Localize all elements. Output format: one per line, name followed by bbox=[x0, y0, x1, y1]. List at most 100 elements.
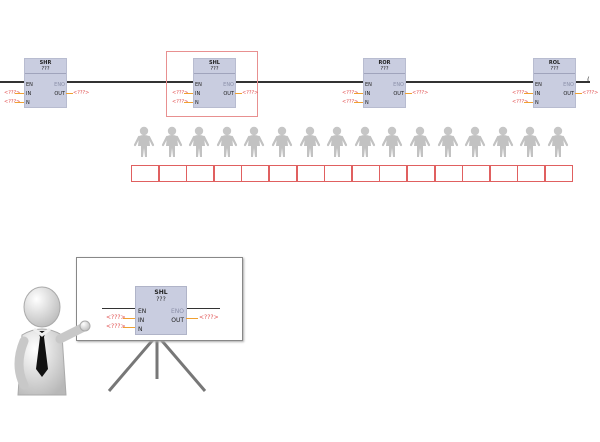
wire-in bbox=[184, 93, 193, 94]
pin-in: IN bbox=[138, 317, 145, 324]
pin-out: OUT bbox=[393, 91, 404, 97]
pin-eno: ENO bbox=[393, 82, 404, 88]
param-in[interactable]: <???> bbox=[4, 90, 21, 96]
board-wire-out bbox=[186, 318, 198, 319]
wire-n bbox=[524, 102, 533, 103]
pin-n: N bbox=[26, 100, 30, 106]
block-subtitle: ??? bbox=[380, 66, 389, 72]
pin-eno: ENO bbox=[563, 82, 574, 88]
bit-figure bbox=[547, 126, 569, 158]
bit-cell[interactable] bbox=[213, 165, 242, 182]
bit-cell[interactable] bbox=[131, 165, 159, 182]
param-out[interactable]: <???> bbox=[412, 90, 429, 96]
param-in[interactable]: <???> bbox=[512, 90, 529, 96]
block-subtitle: ??? bbox=[41, 66, 50, 72]
bit-figure bbox=[381, 126, 403, 158]
pin-n: N bbox=[365, 100, 369, 106]
bit-cell[interactable] bbox=[324, 165, 353, 182]
pin-en: EN bbox=[365, 82, 372, 88]
board-rail-right bbox=[186, 308, 220, 309]
block-title: SHR bbox=[39, 60, 52, 66]
board-param-in[interactable]: <???> bbox=[106, 314, 126, 321]
board-wire-in bbox=[123, 318, 135, 319]
pin-in: IN bbox=[365, 91, 371, 97]
bit-cell[interactable] bbox=[186, 165, 215, 182]
block-subtitle: ??? bbox=[156, 296, 166, 303]
wire-out bbox=[405, 93, 412, 94]
param-out[interactable]: <???> bbox=[242, 90, 259, 96]
param-out[interactable]: <???> bbox=[73, 90, 90, 96]
pin-out: OUT bbox=[54, 91, 65, 97]
bit-cell[interactable] bbox=[296, 165, 325, 182]
bit-cell[interactable] bbox=[379, 165, 408, 182]
param-n[interactable]: <???> bbox=[172, 99, 189, 105]
wire-out bbox=[66, 93, 73, 94]
block-title: ROL bbox=[548, 60, 561, 66]
bit-figure bbox=[409, 126, 431, 158]
bit-cell[interactable] bbox=[269, 165, 297, 182]
pin-out: OUT bbox=[563, 91, 574, 97]
param-n[interactable]: <???> bbox=[512, 99, 529, 105]
bit-cell[interactable] bbox=[158, 165, 187, 182]
bit-cell[interactable] bbox=[462, 165, 491, 182]
bit-figure bbox=[188, 126, 210, 158]
pin-out: OUT bbox=[171, 317, 184, 324]
pin-en: EN bbox=[195, 82, 202, 88]
pin-out: OUT bbox=[223, 91, 234, 97]
bit-figure bbox=[437, 126, 459, 158]
bit-figure bbox=[271, 126, 293, 158]
bit-figure bbox=[161, 126, 183, 158]
wire-n bbox=[15, 102, 24, 103]
pin-eno: ENO bbox=[223, 82, 234, 88]
bit-cell[interactable] bbox=[434, 165, 463, 182]
bit-cell[interactable] bbox=[489, 165, 518, 182]
presenter-figure bbox=[14, 286, 91, 396]
wire-out bbox=[235, 93, 242, 94]
pin-en: EN bbox=[535, 82, 542, 88]
bit-cell[interactable] bbox=[351, 165, 380, 182]
board-param-n[interactable]: <???> bbox=[106, 323, 126, 330]
rol-block[interactable]: ROL ??? EN IN N ENO OUT bbox=[533, 58, 576, 108]
pin-n: N bbox=[138, 326, 143, 333]
rail-end-symbol: ( bbox=[587, 76, 590, 84]
block-title: SHL bbox=[154, 289, 168, 296]
bit-figure bbox=[216, 126, 238, 158]
bit-cell[interactable] bbox=[517, 165, 546, 182]
wire-n bbox=[354, 102, 363, 103]
param-n[interactable]: <???> bbox=[4, 99, 21, 105]
board-shl-block[interactable]: SHL ??? EN ENO IN OUT N bbox=[135, 286, 187, 335]
wire-in bbox=[15, 93, 24, 94]
param-in[interactable]: <???> bbox=[172, 90, 189, 96]
ladder-rail bbox=[0, 81, 590, 83]
easel-legs bbox=[107, 335, 207, 392]
bit-figure bbox=[354, 126, 376, 158]
bit-figure bbox=[133, 126, 155, 158]
param-in[interactable]: <???> bbox=[342, 90, 359, 96]
shr-block[interactable]: SHR ??? EN IN N ENO OUT bbox=[24, 58, 67, 108]
bit-cell[interactable] bbox=[407, 165, 435, 182]
bit-cell[interactable] bbox=[241, 165, 270, 182]
param-out[interactable]: <???> bbox=[582, 90, 599, 96]
ror-block[interactable]: ROR ??? EN IN N ENO OUT bbox=[363, 58, 406, 108]
bit-figure bbox=[464, 126, 486, 158]
block-subtitle: ??? bbox=[550, 66, 559, 72]
block-separator bbox=[364, 73, 405, 74]
bit-cell[interactable] bbox=[545, 165, 573, 182]
board-param-out[interactable]: <???> bbox=[199, 314, 219, 321]
block-title: ROR bbox=[378, 60, 391, 66]
pin-in: IN bbox=[535, 91, 541, 97]
wire-out bbox=[575, 93, 582, 94]
shl-block[interactable]: SHL ??? EN IN N ENO OUT bbox=[193, 58, 236, 108]
block-separator bbox=[534, 73, 575, 74]
pin-en: EN bbox=[26, 82, 33, 88]
block-subtitle: ??? bbox=[210, 66, 219, 72]
board-rail-left bbox=[102, 308, 135, 309]
wire-n bbox=[184, 102, 193, 103]
pin-in: IN bbox=[195, 91, 201, 97]
block-separator bbox=[25, 73, 66, 74]
shl-highlight-box bbox=[166, 51, 258, 117]
bit-figure bbox=[519, 126, 541, 158]
param-n[interactable]: <???> bbox=[342, 99, 359, 105]
pin-in: IN bbox=[26, 91, 32, 97]
pin-eno: ENO bbox=[54, 82, 65, 88]
